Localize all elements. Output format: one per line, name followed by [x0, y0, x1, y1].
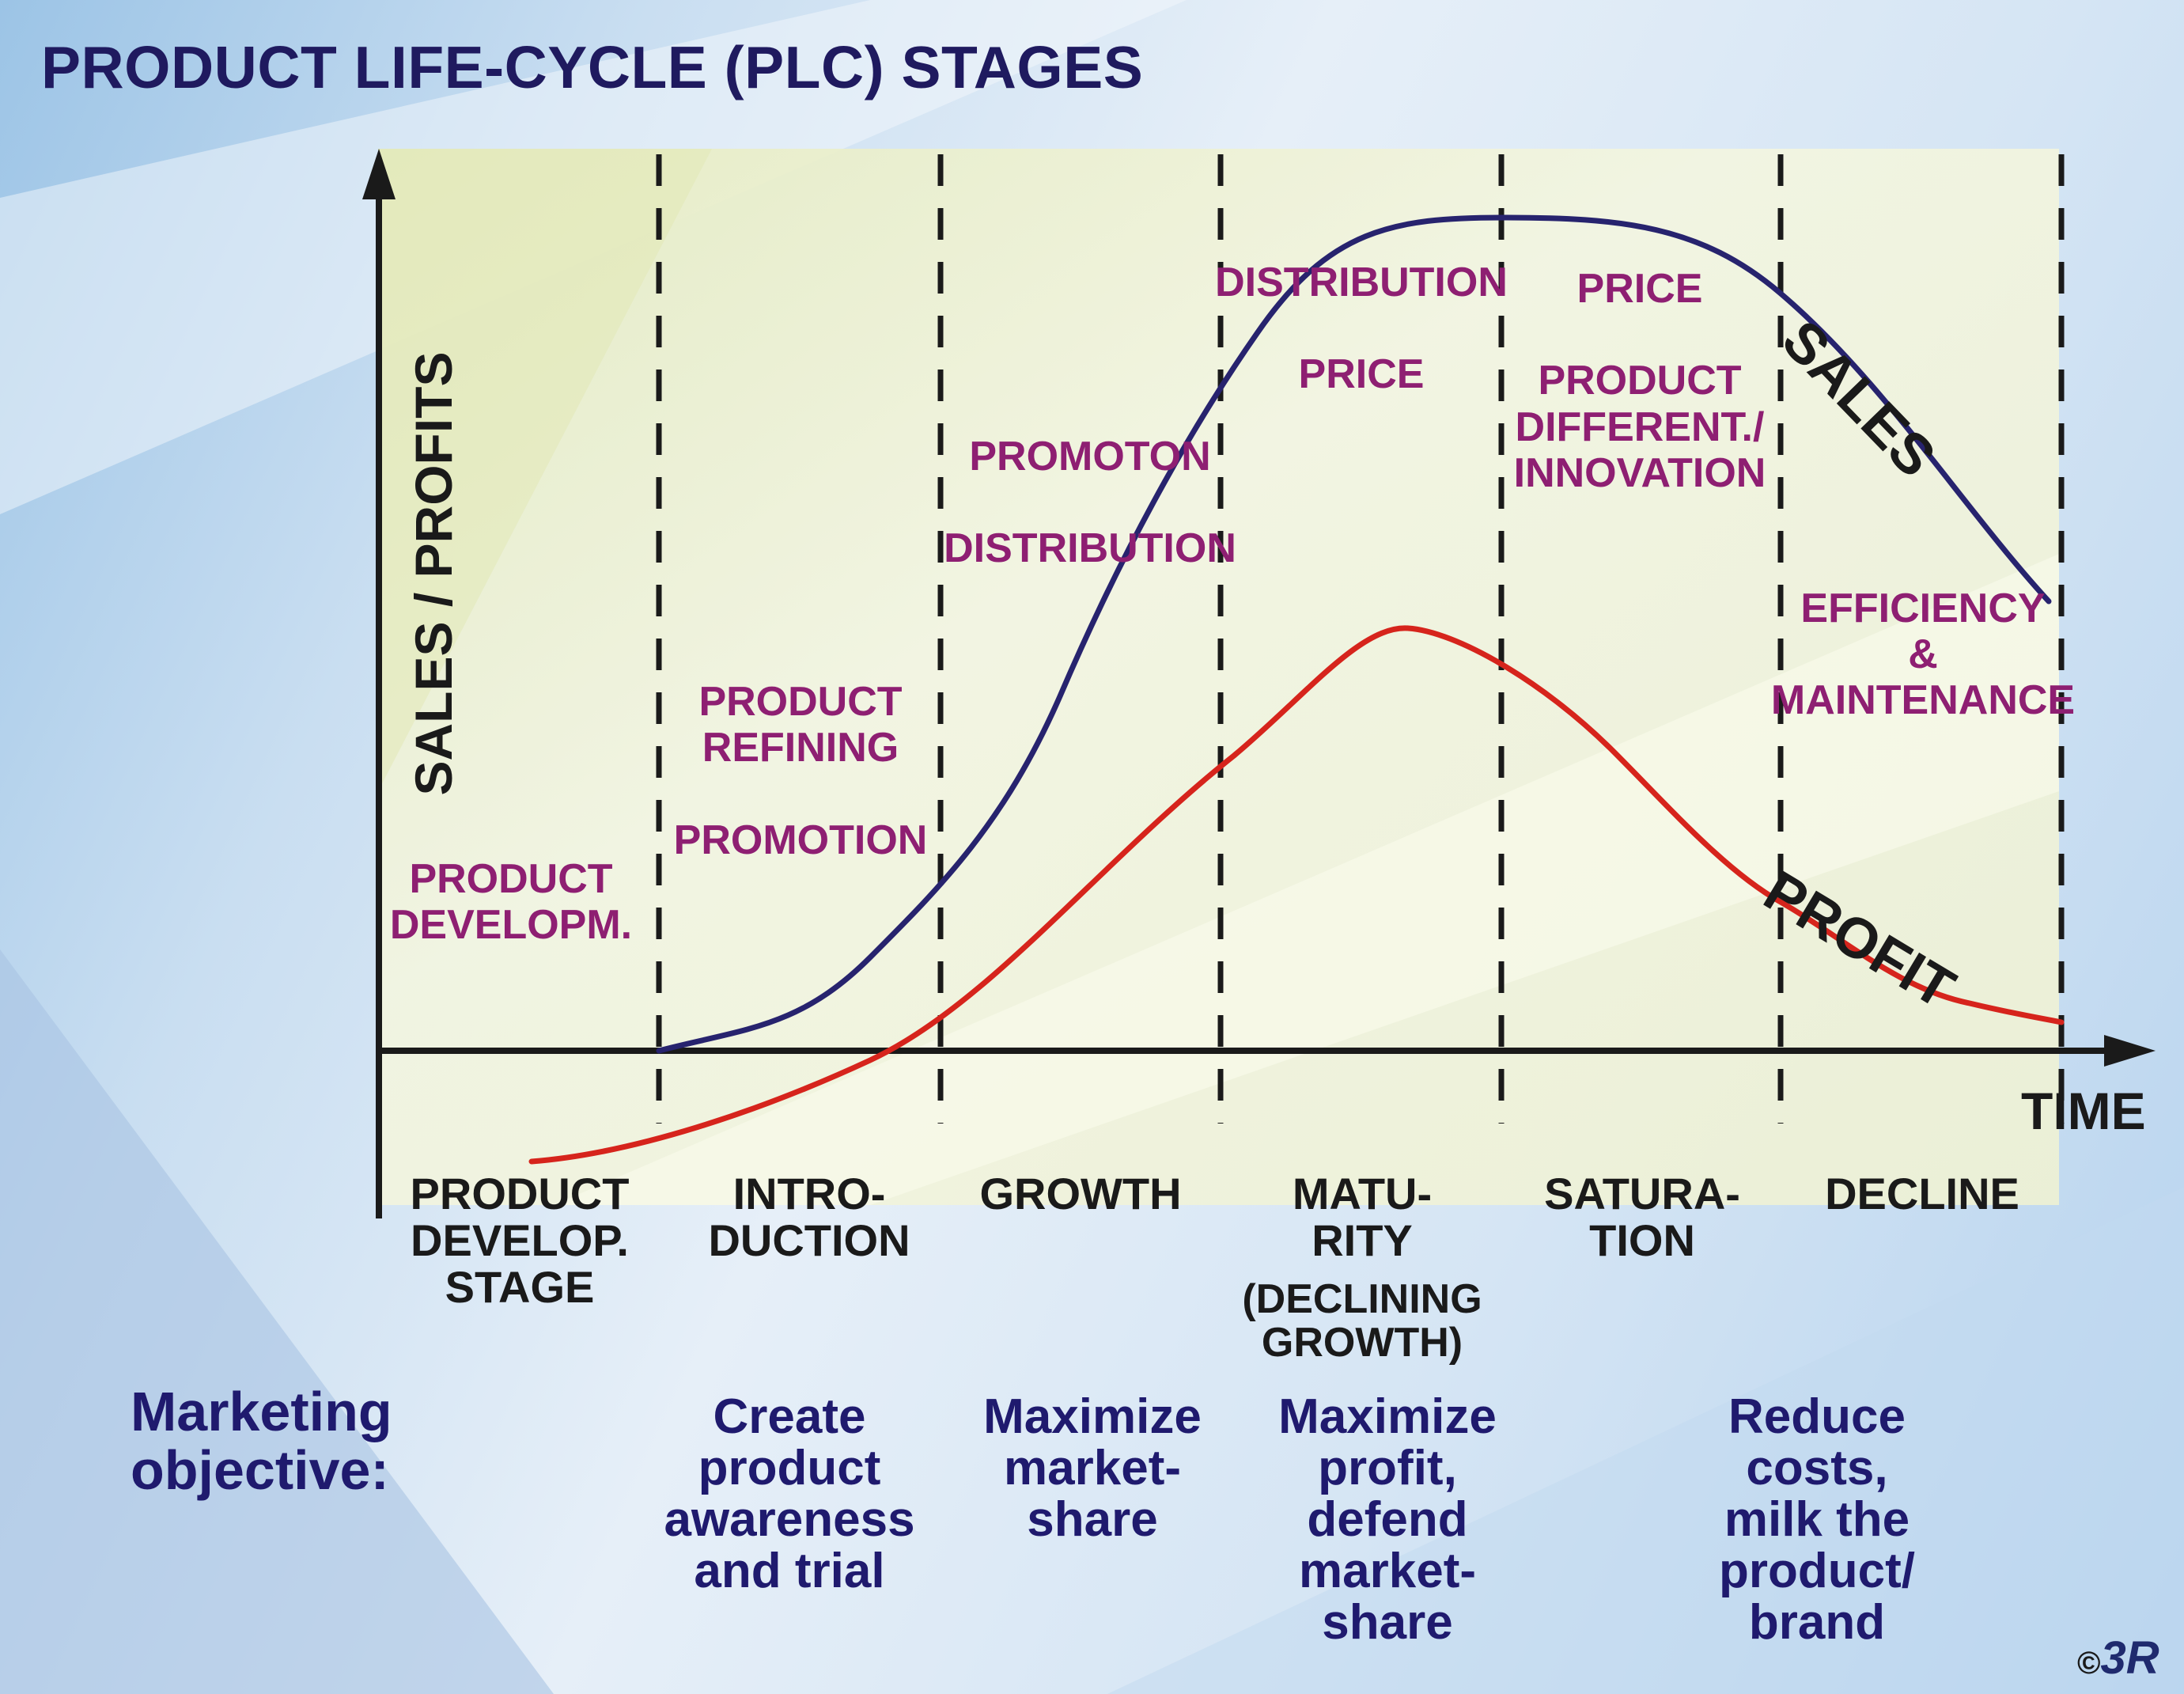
y-axis-label: SALES / PROFITS [404, 351, 463, 796]
profit-curve [528, 625, 2065, 1165]
objective-maturity: Maximize profit, defend market- share [1278, 1389, 1497, 1650]
stage-maturity-note: (DECLINING GROWTH) [1242, 1276, 1482, 1366]
objective-decline: Reduce costs, milk the product/ brand [1719, 1389, 1915, 1650]
page-title: PRODUCT LIFE-CYCLE (PLC) STAGES [41, 34, 1144, 100]
objective-introduction: Create product awareness and trial [664, 1389, 915, 1599]
objective-growth: Maximize market- share [983, 1389, 1202, 1548]
mix-introduction: PRODUCT REFINING PROMOTION [673, 679, 928, 863]
stage-saturation: SATURA- TION [1544, 1169, 1740, 1265]
mix-maturity: DISTRIBUTION PRICE [1215, 260, 1508, 398]
stage-introduction: INTRO- DUCTION [708, 1169, 910, 1265]
copyright-symbol: © [2077, 1646, 2101, 1681]
x-axis-label: TIME [2021, 1082, 2146, 1140]
mix-growth: PROMOTON DISTRIBUTION [944, 434, 1236, 572]
mix-saturation: PRICE PRODUCT DIFFERENT./ INNOVATION [1513, 266, 1766, 496]
brand-logo: 3R [2100, 1632, 2159, 1684]
stage-decline: DECLINE [1825, 1169, 2019, 1218]
stage-product-development: PRODUCT DEVELOP. STAGE [410, 1169, 630, 1312]
mix-decline: EFFICIENCY & MAINTENANCE [1770, 586, 2076, 724]
copyright-mark: ©3R [2077, 1631, 2159, 1685]
mix-product-development: PRODUCT DEVELOPM. [389, 856, 633, 949]
marketing-objective-label: Marketing objective: [131, 1381, 392, 1501]
sales-curve [656, 214, 2052, 1054]
y-axis-arrowhead [362, 149, 396, 199]
x-axis-arrowhead [2104, 1035, 2156, 1067]
stage-maturity: MATU- RITY [1292, 1169, 1433, 1265]
stage-growth: GROWTH [979, 1169, 1182, 1218]
